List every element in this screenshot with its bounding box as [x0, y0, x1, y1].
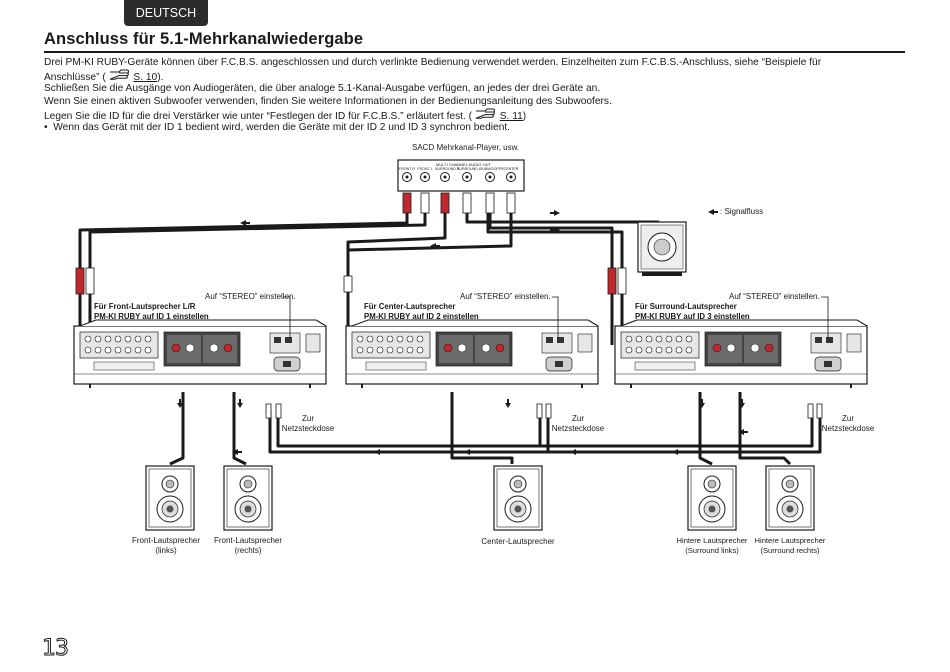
jack-label-subwoofer: SUBWOOFER	[480, 167, 504, 171]
page-number: 13	[42, 636, 70, 662]
speaker-label-center: Center-Lautsprecher	[470, 537, 566, 547]
signal-flow-legend: : Signalfluss	[720, 207, 764, 216]
intro-line-5: Legen Sie die ID für die drei Verstärker…	[44, 108, 526, 123]
intro-line-2-end: ).	[157, 72, 164, 83]
speaker-label-front-left: Front-Lautsprecher (links)	[120, 536, 212, 555]
intro-line-4: Wenn Sie einen aktiven Subwoofer verwend…	[44, 96, 612, 107]
speaker-label-surround-right: Hintere Lautsprecher (Surround rechts)	[740, 536, 840, 555]
sacd-player-panel	[397, 159, 525, 192]
jack-label-front-l: FRONT L	[417, 167, 433, 171]
amplifier-id2	[345, 325, 599, 389]
speaker-surround-left	[687, 465, 737, 531]
jack-label-front-r: FRONT R	[399, 167, 415, 171]
power-note-id2: Zur Netzsteckdose	[551, 414, 605, 433]
page-ref-link[interactable]: S. 10	[133, 72, 158, 83]
player-panel-label: MULTI CHANNEL AUDIO OUT	[436, 162, 491, 167]
signal-flow-arrows	[177, 209, 748, 455]
amp-top-edges	[79, 319, 868, 327]
speaker-label-line1: Front-Lautsprecher	[213, 536, 283, 545]
amp1-id: PM-KI RUBY auf ID 1 einstellen	[94, 312, 209, 321]
player-label: SACD Mehrkanal-Player, usw.	[412, 143, 520, 152]
subwoofer-icon	[637, 221, 687, 276]
intro-line-2: Anschlüsse” ( S. 10).	[44, 69, 163, 84]
speaker-label-line2: (links)	[155, 545, 177, 555]
jack-label-surround-r: SURROUND R	[435, 167, 460, 171]
language-tab: DEUTSCH	[124, 0, 208, 26]
hand-pointer-icon	[475, 108, 497, 123]
intro-line-1: Drei PM-KI RUBY-Geräte können über F.C.B…	[44, 57, 822, 68]
hand-pointer-icon	[109, 69, 131, 84]
speaker-label-surround-left: Hintere Lautsprecher (Surround links)	[662, 536, 762, 555]
intro-line-5-text: Legen Sie die ID für die drei Verstärker…	[44, 111, 473, 122]
bullet-text: Wenn das Gerät mit der ID 1 bedient wird…	[53, 122, 511, 133]
speaker-label-line1: Hintere Lautsprecher	[676, 536, 748, 545]
bullet-dot: •	[44, 122, 54, 133]
speaker-label-line1: Center-Lautsprecher	[481, 537, 555, 546]
amplifier-id3	[614, 325, 868, 389]
speaker-label-line2: (Surround rechts)	[760, 545, 820, 555]
amp3-id: PM-KI RUBY auf ID 3 einstellen	[635, 312, 750, 321]
page-ref-link-2[interactable]: S. 11	[499, 111, 523, 122]
amp1-role: Für Front-Lautsprecher L/R	[94, 302, 196, 311]
power-note-id3: Zur Netzsteckdose	[821, 414, 875, 433]
speaker-surround-right	[765, 465, 815, 531]
power-note-id1: Zur Netzsteckdose	[281, 414, 335, 433]
amp2-id: PM-KI RUBY auf ID 2 einstellen	[364, 312, 479, 321]
speaker-label-line1: Front-Lautsprecher	[131, 536, 201, 545]
speaker-center	[493, 465, 543, 531]
bullet-item: • Wenn das Gerät mit der ID 1 bedient wi…	[44, 121, 510, 134]
stereo-note-id3: Auf “STEREO” einstellen.	[729, 292, 820, 301]
intro-line-5-end: )	[522, 111, 527, 122]
speaker-label-line2: (rechts)	[234, 545, 262, 555]
speaker-front-right	[223, 465, 273, 531]
jack-label-surround-l: SURROUND L	[457, 167, 481, 171]
amplifier-id1	[73, 325, 327, 389]
speaker-label-front-right: Front-Lautsprecher (rechts)	[202, 536, 294, 555]
page-title: Anschluss für 5.1-Mehrkanalwiedergabe	[44, 30, 364, 48]
intro-line-3: Schließen Sie die Ausgänge von Audiogerä…	[44, 83, 601, 94]
intro-line-2-text: Anschlüsse” (	[44, 72, 106, 83]
stereo-note-id1: Auf “STEREO” einstellen.	[205, 292, 296, 301]
speaker-label-line1: Hintere Lautsprecher	[754, 536, 826, 545]
amp2-role: Für Center-Lautsprecher	[364, 302, 456, 311]
stereo-note-id2: Auf “STEREO” einstellen.	[460, 292, 551, 301]
title-divider	[44, 51, 905, 53]
speaker-label-line2: (Surround links)	[685, 545, 739, 555]
speaker-front-left	[145, 465, 195, 531]
rca-plugs	[75, 192, 823, 419]
jack-label-center: CENTER	[503, 167, 519, 171]
amp3-role: Für Surround-Lautsprecher	[635, 302, 737, 311]
